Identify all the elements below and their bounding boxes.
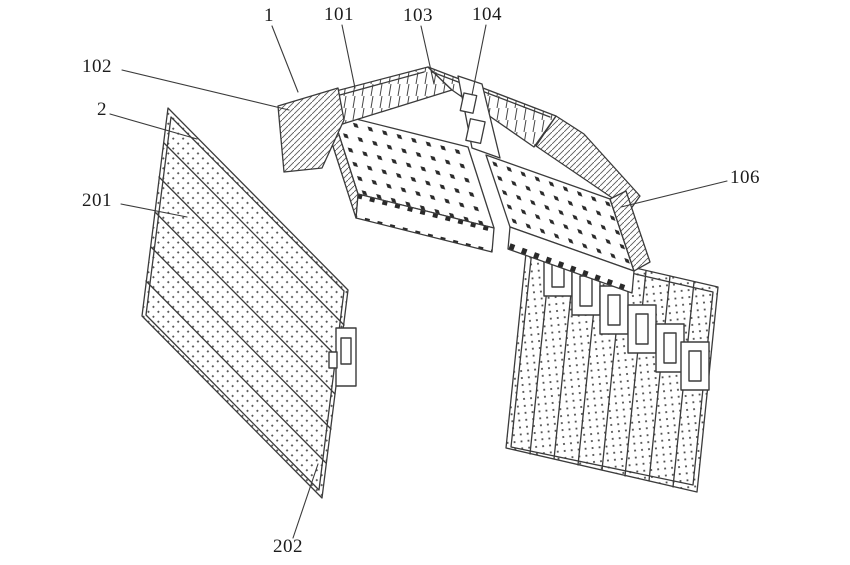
ref-label-102: 102 (82, 56, 112, 77)
leader-1 (271, 25, 299, 93)
chain-link (627, 304, 657, 354)
leader-106 (620, 180, 728, 208)
left-end-cap (277, 87, 345, 173)
left-side-panel (141, 107, 349, 499)
ref-label-202: 202 (273, 536, 303, 557)
hinge-block (459, 92, 478, 114)
ref-label-104: 104 (472, 4, 502, 25)
ref-label-106: 106 (730, 167, 760, 188)
ref-label-103: 103 (403, 5, 433, 26)
center-hinge-slot (457, 75, 501, 159)
leader-103 (420, 25, 435, 85)
chain-link (655, 323, 685, 373)
ref-label-101: 101 (324, 4, 354, 25)
chain-link (680, 341, 710, 391)
leader-101 (341, 24, 356, 89)
leader-2 (109, 113, 198, 140)
leader-201 (120, 203, 188, 218)
ref-label-1: 1 (264, 5, 274, 26)
leader-104 (471, 24, 487, 96)
latch-bracket (328, 327, 357, 387)
hinge-block (465, 118, 486, 145)
leader-lines (109, 24, 728, 539)
ref-label-2: 2 (97, 99, 107, 120)
leader-102 (121, 69, 290, 111)
roof-assembly (277, 66, 651, 294)
left-perforated-slab (329, 112, 495, 253)
leader-202 (292, 463, 319, 539)
ref-label-201: 201 (82, 190, 112, 211)
chain-link (599, 285, 629, 335)
chain-links (543, 247, 710, 391)
right-perforated-slab (485, 154, 651, 294)
